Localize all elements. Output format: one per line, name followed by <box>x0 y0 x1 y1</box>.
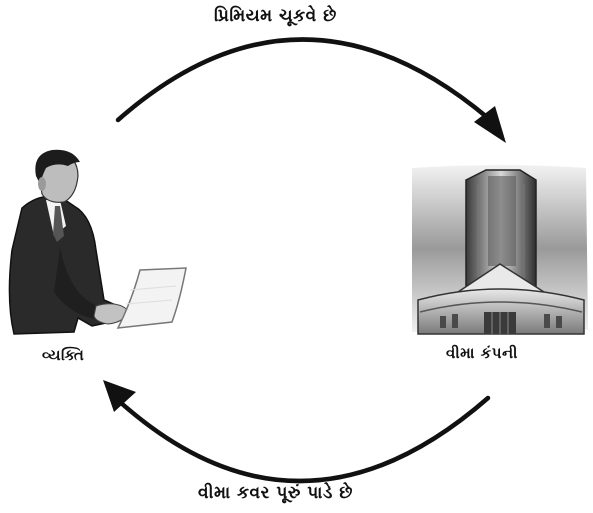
coverage-arrow <box>103 380 491 484</box>
person-label: વ્યક્તિ <box>42 346 85 364</box>
premium-arrow <box>115 37 506 143</box>
businessman-icon <box>8 149 187 335</box>
insurance-company-building-icon <box>412 165 588 335</box>
premium-arrow-label: પ્રિમિયમ ચૂકવે છે <box>214 6 337 26</box>
premium-arrowhead-icon <box>474 106 506 143</box>
company-label: વીમા કંપની <box>446 344 518 362</box>
coverage-arrowhead-icon <box>103 380 136 412</box>
coverage-arrow-label: વીમા કવર પૂરું પાડે છે <box>198 483 353 503</box>
